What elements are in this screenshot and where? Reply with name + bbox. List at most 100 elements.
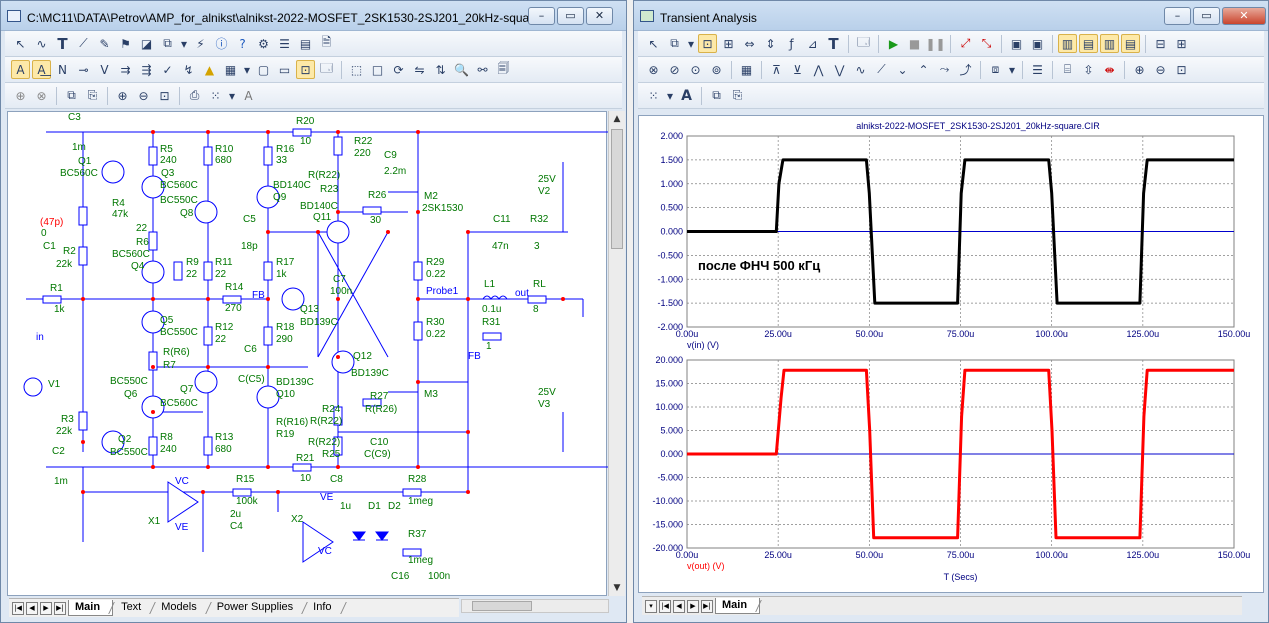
copy-icon[interactable]: ⧉ — [67, 88, 76, 102]
max-icon[interactable]: ⌃ — [918, 62, 929, 77]
next-tab-icon[interactable]: ▶ — [40, 601, 52, 615]
zoom-reset-icon[interactable]: ⊙ — [690, 62, 701, 77]
zoom-y-icon[interactable]: ⇕ — [765, 36, 776, 51]
valley-icon[interactable]: ⊻ — [793, 62, 802, 77]
zoom-window-icon[interactable]: ⊚ — [711, 62, 722, 77]
page-icon[interactable]: 🗎 — [321, 35, 332, 49]
analysis-title-bar[interactable]: Transient Analysis – ▭ ✕ — [634, 1, 1268, 31]
high-icon[interactable]: ⋀ — [813, 62, 824, 77]
zoom-x-in-icon[interactable]: ⊗ — [648, 62, 659, 77]
dropdown-arrow-icon[interactable]: ▾ — [687, 36, 695, 51]
tab-main[interactable]: Main — [715, 598, 761, 614]
border-icon[interactable]: ▢ — [257, 62, 270, 77]
flag-icon[interactable]: ⚑ — [120, 36, 131, 51]
box-icon[interactable]: ▣ — [1010, 36, 1023, 51]
scroll-down-arrow-icon[interactable]: ▼ — [613, 583, 621, 593]
wand-icon[interactable]: ⚡ — [196, 36, 205, 51]
stop-icon[interactable]: ■ — [908, 36, 921, 51]
tab-power-supplies[interactable]: Power Supplies — [211, 600, 305, 616]
font-icon[interactable]: A — [244, 88, 253, 103]
zoom-y-in-icon[interactable]: ⊘ — [669, 62, 680, 77]
list-icon[interactable]: ☰ — [1032, 62, 1043, 77]
find-icon[interactable]: 🔍 — [454, 62, 469, 77]
next-tab-icon[interactable]: ▶ — [687, 599, 699, 613]
last-tab-icon[interactable]: ▶| — [54, 601, 66, 615]
select-icon[interactable]: ↖ — [648, 36, 659, 51]
warning-icon[interactable]: ▲ — [204, 62, 215, 77]
last-tab-icon[interactable]: ▶| — [701, 599, 713, 613]
tag-icon[interactable]: ⊿ — [807, 36, 818, 51]
minimize-button[interactable]: – — [528, 7, 555, 25]
close-button[interactable]: ✕ — [586, 7, 613, 25]
plot-3-icon[interactable]: ▥ — [1100, 34, 1119, 53]
zoom-region-icon[interactable]: ⊞ — [723, 36, 734, 51]
prev-tab-icon[interactable]: ◀ — [26, 601, 38, 615]
zoom-x-icon[interactable]: ⇔ — [744, 36, 755, 51]
page-settings-icon[interactable]: 🗐 — [497, 61, 510, 75]
next-icon[interactable]: ⤳ — [939, 62, 950, 76]
data-icon[interactable]: ▦ — [740, 62, 753, 77]
align-icon[interactable]: ⇳ — [1083, 62, 1094, 77]
shape-icon[interactable]: ◪ — [140, 36, 153, 51]
tab-main[interactable]: Main — [68, 600, 114, 616]
split-icon[interactable]: ⊟ — [1155, 36, 1166, 51]
condition-icon[interactable]: ✓ — [162, 62, 173, 77]
cursor-icon[interactable]: ⤢ — [960, 36, 971, 50]
grid-dots-icon[interactable]: ⁙ — [648, 88, 659, 103]
dropdown-arrow-icon[interactable]: ▾ — [1008, 62, 1016, 77]
text-icon[interactable]: T — [828, 34, 839, 53]
state-icon[interactable]: ↯ — [183, 62, 194, 77]
pause-icon[interactable]: ❚❚ — [925, 36, 946, 51]
rotate-icon[interactable]: ⟳ — [393, 62, 404, 77]
cursor-2-icon[interactable]: ⤡ — [981, 36, 992, 50]
paste-icon[interactable]: ⎘ — [732, 88, 743, 102]
function-icon[interactable]: ƒ — [789, 36, 794, 51]
stack-icon[interactable]: ⧈ — [991, 62, 1000, 76]
restore-button[interactable]: ▭ — [1193, 7, 1220, 25]
list-icon[interactable]: ☰ — [279, 36, 290, 51]
calc-icon[interactable]: ⌸ — [1063, 62, 1072, 76]
dropdown-arrow-icon[interactable]: ▾ — [666, 88, 674, 103]
box-icon[interactable]: □ — [371, 62, 384, 77]
node-numbers-icon[interactable]: N — [58, 62, 67, 77]
tab-text[interactable]: Text — [115, 600, 153, 616]
schematic-title-bar[interactable]: C:\MC11\DATA\Petrov\AMP_for_alnikst\alni… — [1, 1, 626, 31]
slope-icon[interactable]: ⟋ — [877, 62, 886, 76]
info-icon[interactable]: ⓘ — [215, 37, 228, 51]
settings-icon[interactable]: ⚙ — [258, 36, 269, 51]
wire-mode-icon[interactable]: ⟋ — [79, 36, 88, 50]
prev-icon[interactable]: ⤴ — [959, 63, 972, 77]
plot-4-icon[interactable]: ▤ — [1121, 34, 1140, 53]
component-mode-icon[interactable]: ∿ — [36, 36, 47, 51]
grid-icon[interactable]: ⊞ — [1176, 36, 1187, 51]
scale-icon[interactable]: ⊡ — [698, 34, 717, 53]
plot-2-icon[interactable]: ▤ — [1079, 34, 1098, 53]
title-block-icon[interactable]: ▭ — [278, 62, 291, 77]
min-icon[interactable]: ⌄ — [897, 62, 908, 77]
mark-icon[interactable]: ⇼ — [1104, 62, 1115, 77]
grid-icon[interactable]: ▦ — [224, 62, 237, 77]
schematic-window[interactable]: C:\MC11\DATA\Petrov\AMP_for_alnikst\alni… — [0, 0, 627, 623]
first-tab-icon[interactable]: |◀ — [12, 601, 24, 615]
select-mode-icon[interactable]: ↖ — [15, 36, 26, 51]
minimize-button[interactable]: – — [1164, 7, 1191, 25]
print-icon[interactable]: ⎙ — [189, 88, 200, 102]
zoom-in-icon[interactable]: ⊕ — [117, 88, 128, 103]
grid-dots-icon[interactable]: ⁙ — [210, 88, 221, 103]
restore-button[interactable]: ▭ — [557, 7, 584, 25]
help-icon[interactable]: ? — [239, 36, 246, 51]
scroll-up-arrow-icon[interactable]: ▲ — [613, 114, 621, 124]
voltage-icon[interactable]: V — [100, 62, 109, 77]
inflect-icon[interactable]: ∿ — [855, 62, 866, 77]
prev-tab-icon[interactable]: ◀ — [673, 599, 685, 613]
zoom-out-icon[interactable]: ⊖ — [1155, 62, 1166, 77]
mirror-icon[interactable]: ⇋ — [414, 62, 425, 77]
add-icon[interactable]: ⊕ — [15, 88, 26, 103]
close-button[interactable]: ✕ — [1222, 7, 1266, 25]
tab-models[interactable]: Models — [155, 600, 208, 616]
box-2-icon[interactable]: ▣ — [1031, 36, 1044, 51]
dropdown-arrow-icon[interactable]: ▾ — [243, 62, 251, 77]
select-all-icon[interactable]: ⬚ — [350, 62, 363, 77]
dropdown-arrow-icon[interactable]: ▾ — [180, 36, 188, 51]
copy-icon[interactable]: ⧉ — [712, 88, 721, 102]
